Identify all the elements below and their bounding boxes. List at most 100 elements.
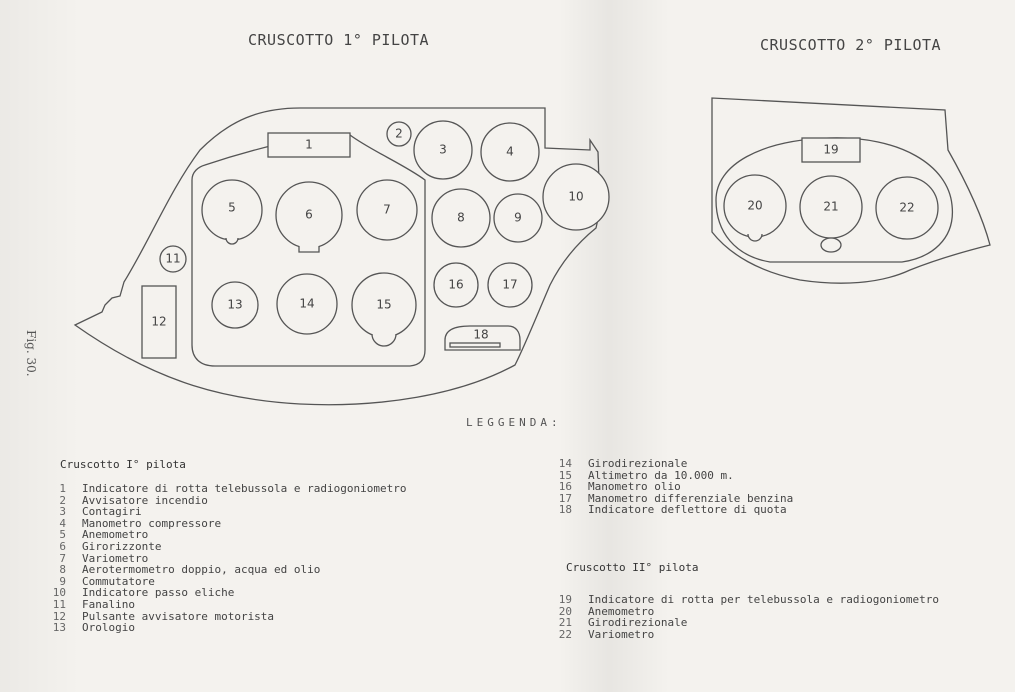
legend-item: 13 Orologio (44, 622, 407, 634)
legend-item-number: 20 (558, 604, 572, 618)
gauge-15-knob (371, 333, 397, 347)
panel2-instrument-frame (715, 137, 953, 263)
gauge-7 (356, 179, 418, 241)
legend-item: 14 Girodirezionale (550, 458, 793, 470)
gauge-13-label: 13 (227, 298, 242, 312)
gauge-17 (487, 262, 533, 308)
gauge-19 (801, 137, 861, 163)
gauge-12-label: 12 (151, 315, 166, 329)
legend-item-text: Altimetro da 10.000 m. (588, 468, 734, 482)
gauge-3 (413, 120, 473, 180)
legend-item-text: Girodirezionale (588, 616, 688, 630)
legend-item-number: 16 (558, 480, 572, 494)
gauge-1-label: 1 (305, 138, 313, 152)
gauge-16 (433, 262, 479, 308)
legend-item-number: 12 (52, 609, 66, 623)
legend-item-text: Indicatore di rotta telebussola e radiog… (82, 482, 407, 495)
gauge-9-label: 9 (514, 211, 522, 225)
legend-item: 16 Manometro olio (550, 481, 793, 493)
legend-pilot1-list: 1 Indicatore di rotta telebussola e radio… (44, 483, 407, 634)
gauge-16-label: 16 (448, 278, 463, 292)
legend-item-number: 2 (59, 493, 66, 507)
gauge-3-label: 3 (439, 143, 447, 157)
gauge-21-knob (820, 237, 842, 253)
legend-item-text: Fanalino (82, 597, 135, 611)
gauge-20-label: 20 (747, 199, 762, 213)
gauge-7-label: 7 (383, 203, 391, 217)
gauge-4 (480, 122, 540, 182)
gauge-17-label: 17 (502, 278, 517, 292)
legend-item-text: Orologio (82, 621, 135, 635)
legend-item-number: 7 (59, 551, 66, 565)
legend-item-text: Contagiri (82, 505, 142, 519)
gauge-21-label: 21 (823, 200, 838, 214)
legend-item: 19 Indicatore di rotta per telebussola e … (550, 594, 939, 606)
legend-item-number: 11 (52, 597, 66, 611)
legend-pilot2-title: Cruscotto II° pilota (566, 561, 699, 574)
legend-item-number: 10 (52, 586, 66, 600)
panel1-title: CRUSCOTTO 1° PILOTA (248, 31, 429, 49)
gauge-5-knob (225, 237, 239, 245)
legend-item-number: 15 (558, 468, 572, 482)
gauge-20-knob (747, 233, 763, 242)
gauge-14 (276, 273, 338, 335)
legend-item: 6 Girorizzonte (44, 541, 407, 553)
gauge-1 (267, 132, 351, 158)
gauge-13 (211, 281, 259, 329)
legend-item-number: 18 (558, 503, 572, 517)
gauge-9 (493, 193, 543, 243)
legend-item: 1 Indicatore di rotta telebussola e radio… (44, 482, 407, 495)
legend-item-number: 8 (59, 563, 66, 577)
legend-item-number: 17 (558, 491, 572, 505)
gauge-10-label: 10 (568, 190, 583, 204)
gauge-11 (159, 245, 187, 273)
gauge-5-label: 5 (228, 201, 236, 215)
legend-pilot2-list: 19 Indicatore di rotta per telebussola e … (550, 594, 939, 640)
gauge-12 (141, 285, 177, 359)
legend-item: 11 Fanalino (44, 599, 407, 611)
legend-item: 7 Variometro (44, 551, 407, 565)
legend-item-text: Anemometro (82, 528, 149, 542)
legend-item: 21 Girodirezionale (550, 617, 939, 629)
legend-item-text: Variometro (82, 551, 149, 565)
legend-item-number: 14 (558, 457, 572, 470)
gauge-6-base (298, 246, 320, 253)
gauge-6-label: 6 (305, 208, 313, 222)
legend-item-text: Manometro olio (588, 480, 681, 494)
legend-item-text: Indicatore di rotta per telebussola e ra… (588, 593, 939, 606)
legend-item-text: Indicatore deflettore di quota (588, 503, 787, 517)
panel2-outline (711, 97, 991, 284)
figure-label: Fig. 30. (24, 330, 38, 377)
gauge-10 (542, 163, 610, 231)
legend-item-number: 6 (59, 539, 66, 553)
panel1-outline (73, 107, 601, 406)
gauge-18-slot (449, 342, 501, 348)
legend-item-number: 13 (52, 621, 66, 635)
legend-item-text: Aerotermometro doppio, acqua ed olio (82, 563, 321, 577)
panel2-title: CRUSCOTTO 2° PILOTA (760, 36, 941, 54)
legend-item-number: 21 (558, 616, 572, 630)
legend-item-number: 19 (558, 593, 572, 606)
legend-item-text: Girodirezionale (588, 457, 688, 470)
legend-item-text: Girorizzonte (82, 539, 162, 553)
legend-item-number: 1 (59, 482, 66, 495)
gauge-4-label: 4 (506, 145, 514, 159)
legend-title: LEGGENDA: (466, 416, 562, 429)
legend-item-number: 22 (558, 627, 572, 641)
legend-pilot1-list-continued: 14 Girodirezionale 15 Altimetro da 10.000 m… (550, 458, 794, 517)
gauge-19-label: 19 (823, 143, 838, 157)
legend-item-number: 9 (59, 574, 66, 588)
gauge-15-label: 15 (376, 298, 391, 312)
gauge-22-label: 22 (899, 201, 914, 215)
gauge-8-label: 8 (457, 211, 465, 225)
